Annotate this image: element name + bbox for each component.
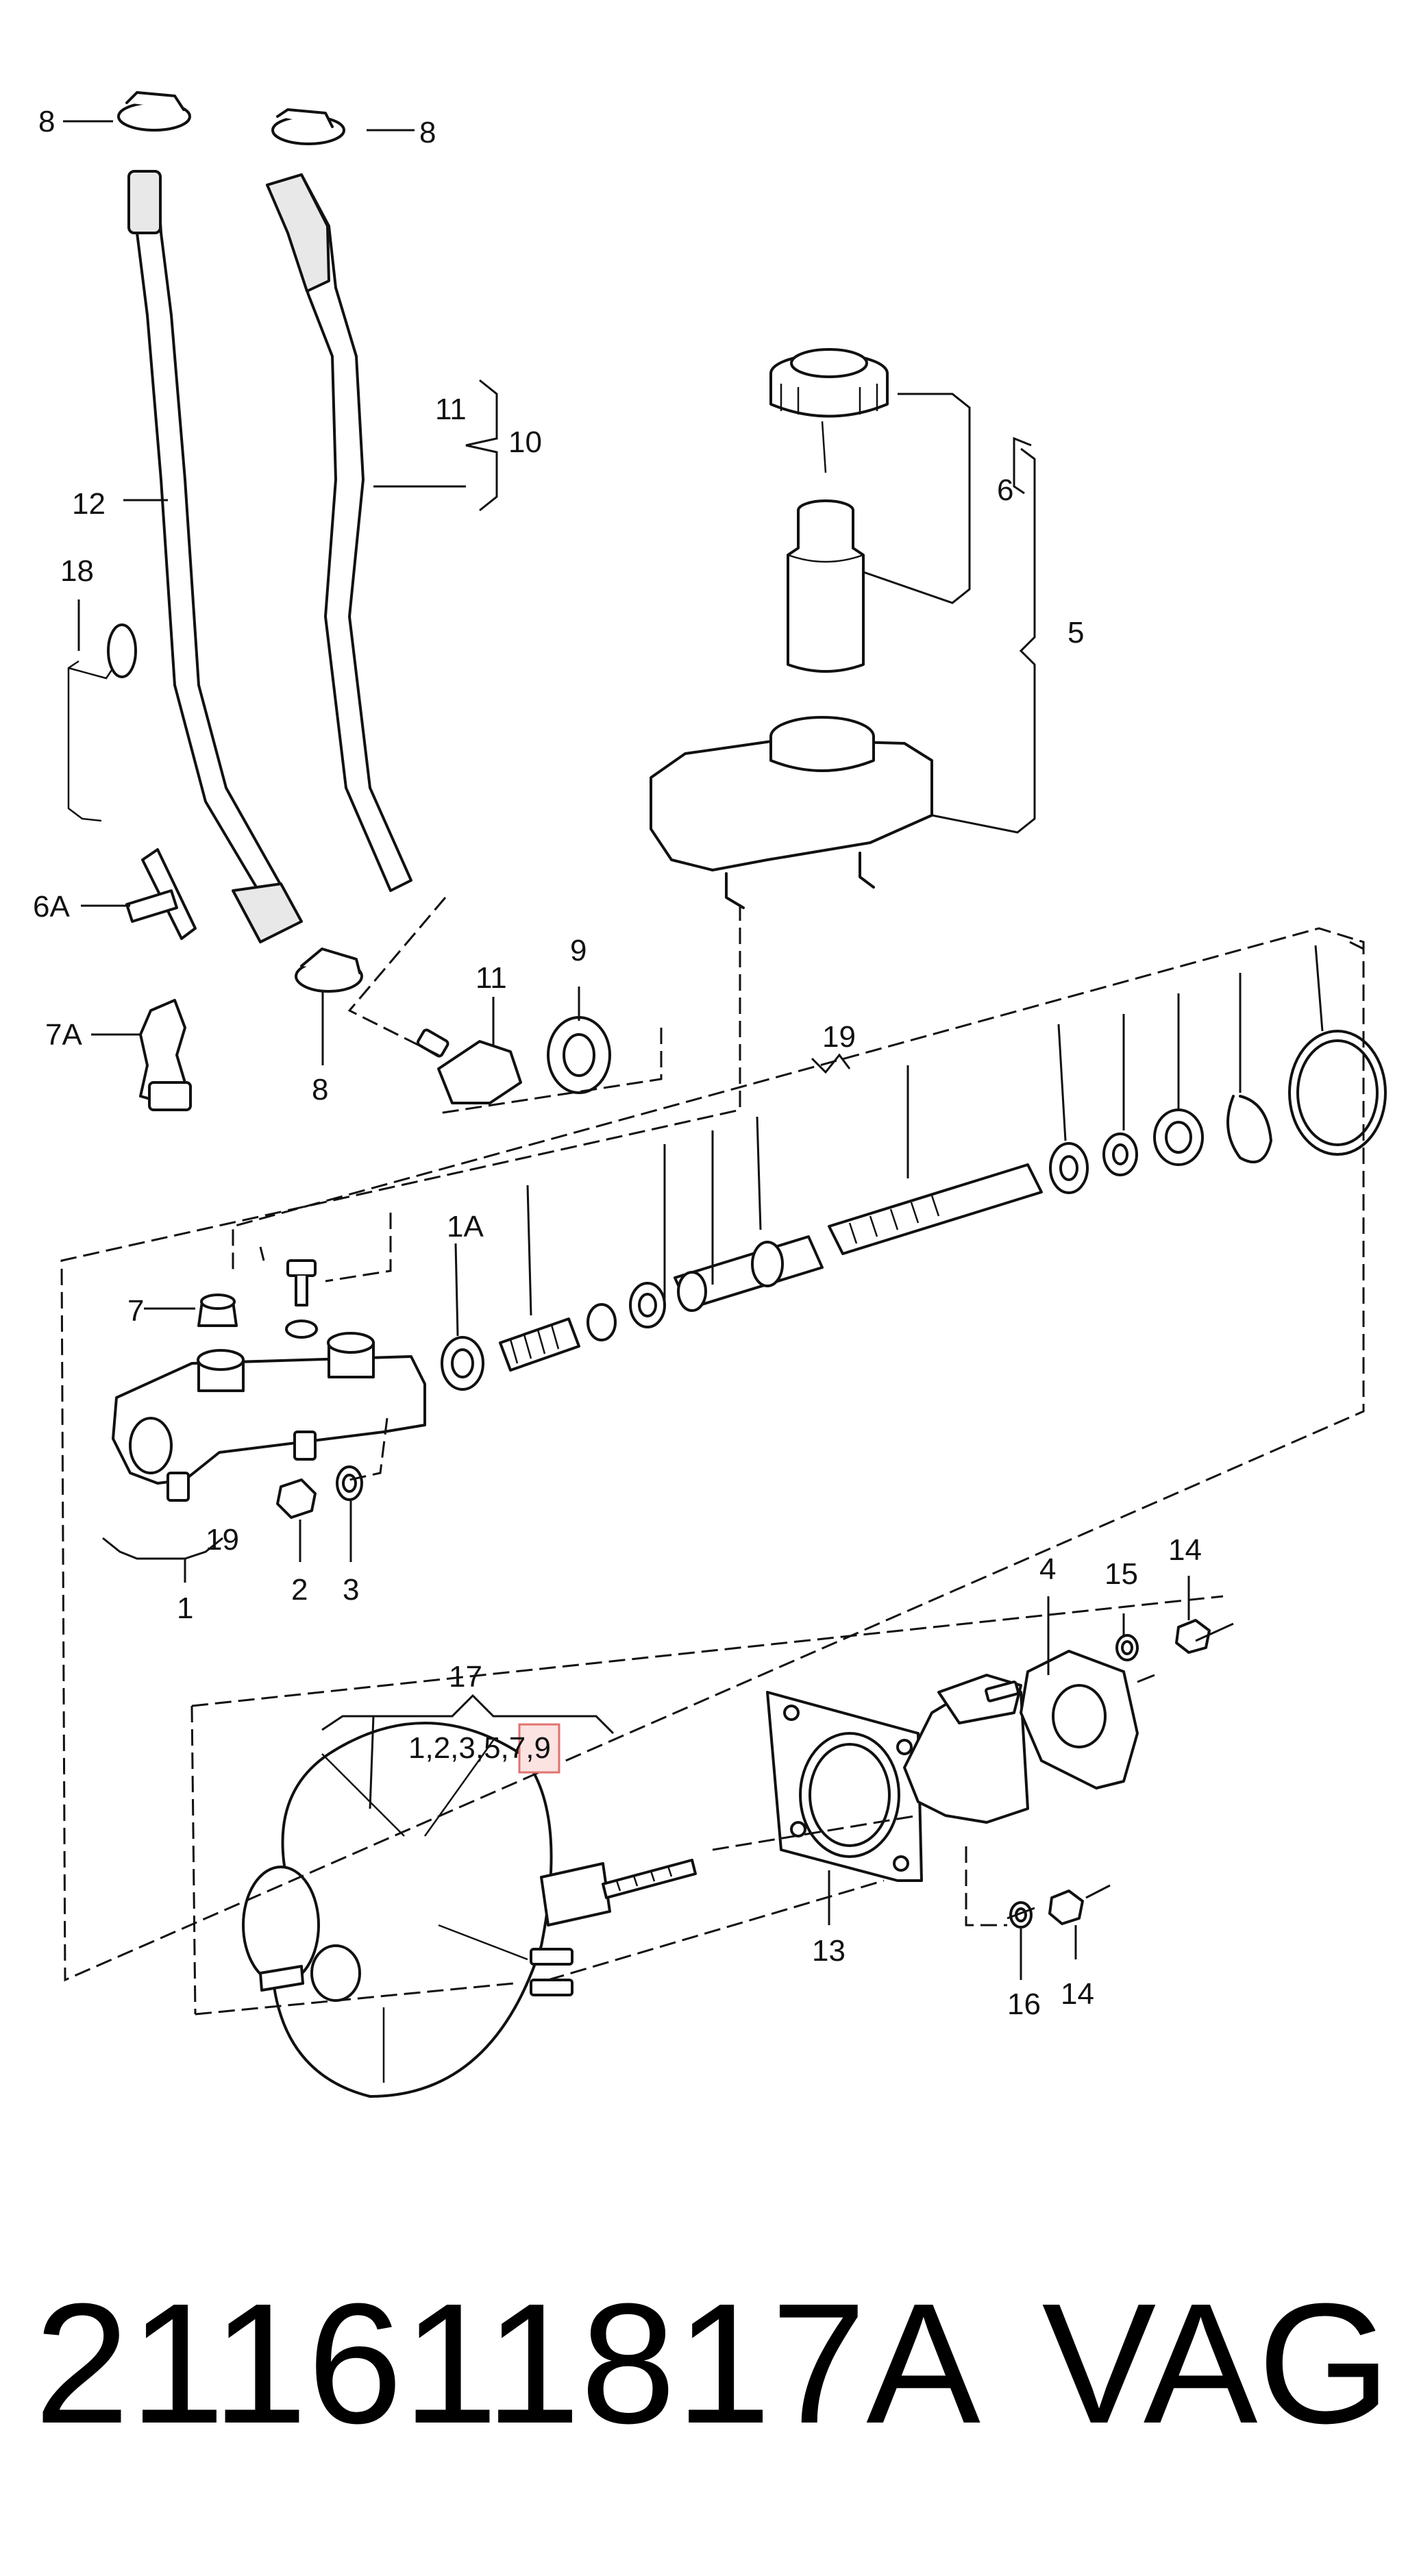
dashed-assembly-frames <box>60 897 1365 2016</box>
stop-bolt-illustration <box>285 1259 318 1339</box>
callout-4: 4 <box>1039 1552 1056 1586</box>
callout-8-lower: 8 <box>312 1073 328 1106</box>
spring-seat-illustration <box>587 1303 617 1341</box>
brand-name: VAG <box>1041 2268 1391 2459</box>
callout-14-upper: 14 <box>1168 1533 1202 1567</box>
bushing-illustration <box>1153 1109 1204 1166</box>
t-connector-illustration <box>125 848 197 940</box>
callout-5: 5 <box>1068 616 1084 649</box>
callout-19-lower: 19 <box>206 1523 239 1557</box>
callout-9: 9 <box>570 934 587 967</box>
circlip-illustration <box>1226 1095 1272 1164</box>
nut-14-upper-illustration <box>1175 1619 1211 1654</box>
callout-7a: 7A <box>45 1018 82 1052</box>
spacer-sleeve-illustration <box>1288 1030 1387 1156</box>
callout-18: 18 <box>60 554 94 588</box>
callout-19-upper: 19 <box>822 1020 856 1054</box>
o-ring-1a-illustration <box>441 1336 484 1391</box>
callout-13: 13 <box>812 1934 846 1968</box>
brake-servo-illustration <box>242 1722 697 2098</box>
callout-1: 1 <box>177 1592 193 1625</box>
callout-12: 12 <box>72 487 106 521</box>
reservoir-cap-illustration <box>769 348 889 473</box>
kit-list-before: 1,2,3,5, <box>408 1731 509 1765</box>
nut-14-lower-illustration <box>1048 1890 1084 1925</box>
callout-15: 15 <box>1105 1557 1138 1591</box>
leader-lines <box>63 120 1364 1980</box>
washer-illustration <box>336 1465 363 1501</box>
grommet-illustration <box>547 1016 611 1094</box>
callout-6a: 6A <box>33 890 70 924</box>
callout-16: 16 <box>1007 1987 1041 2021</box>
callout-14-lower: 14 <box>1061 1977 1094 2011</box>
footer: 211611817A VAG <box>27 2261 1391 2466</box>
servo-gasket-flange-illustration <box>766 1691 923 1882</box>
union-banjo-illustration <box>417 1028 522 1104</box>
callout-7: 7 <box>127 1294 144 1328</box>
callout-11-lower: 11 <box>476 961 507 995</box>
kit-list-after: ,9 <box>526 1731 551 1765</box>
mounting-plate-illustration <box>985 1650 1139 1789</box>
piston-seal-illustration <box>629 1282 666 1328</box>
washer-15-illustration <box>1115 1634 1139 1661</box>
kit-list-callout: 1,2,3,5,7,9 <box>408 1723 560 1774</box>
seal-ring-a-illustration <box>1102 1132 1138 1176</box>
hose-holder-clip-illustration <box>139 999 192 1111</box>
hose-clamp-left-illustration <box>117 91 191 132</box>
hose-clamp-right-illustration <box>271 108 345 145</box>
callout-labels: 8 8 11 10 12 18 6 5 6A 7A 8 11 9 19 1A 7… <box>33 105 1202 2021</box>
hose-clamp-lower-illustration <box>295 948 363 993</box>
callout-8-top-right: 8 <box>419 116 436 149</box>
callout-3: 3 <box>343 1573 359 1607</box>
primary-piston-illustration <box>828 1163 1043 1255</box>
fluid-reservoir-illustration <box>650 716 933 909</box>
callout-1a: 1A <box>447 1210 484 1243</box>
return-hose-illustration <box>127 170 303 943</box>
reservoir-strainer-illustration <box>787 499 865 673</box>
callout-17: 17 <box>449 1660 482 1694</box>
kit-list-highlight: 7 <box>509 1731 526 1765</box>
callout-11-upper: 11 <box>435 393 467 426</box>
kit-highlight-box <box>518 1723 560 1774</box>
seal-ring-b-illustration <box>1049 1142 1089 1194</box>
callout-10: 10 <box>508 425 542 459</box>
plug-cap-illustration <box>197 1293 238 1327</box>
callout-8-top-left: 8 <box>38 105 55 138</box>
callout-6: 6 <box>997 473 1013 507</box>
feed-hose-illustration <box>266 173 412 892</box>
retaining-spring-clip-illustration <box>67 623 137 822</box>
callout-2: 2 <box>291 1573 308 1607</box>
secondary-piston-illustration <box>674 1235 824 1312</box>
master-cylinder-body-illustration <box>112 1332 426 1502</box>
svg-text:1,2,3,5,7,9: 1,2,3,5,7,9 <box>408 1731 551 1765</box>
part-number: 211611817A <box>34 2268 980 2459</box>
return-spring-illustration <box>499 1317 580 1372</box>
nut-illustration <box>276 1478 317 1519</box>
